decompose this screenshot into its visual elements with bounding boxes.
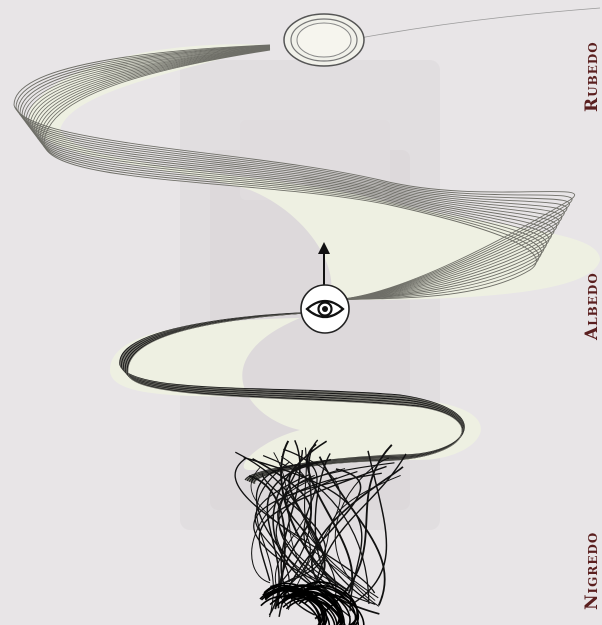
- tangle-line: [250, 466, 376, 601]
- ribbon-line: [19, 45, 568, 301]
- knot-line: [260, 595, 321, 625]
- tangle-line: [254, 473, 310, 583]
- tangle-line: [270, 439, 319, 593]
- thin-line: [359, 7, 601, 39]
- ribbon-line: [23, 46, 563, 301]
- swirl-band: [110, 318, 481, 470]
- rubedo-label: Rubedo: [582, 41, 602, 112]
- tangle-line: [285, 477, 338, 586]
- arrow-up-icon: [318, 242, 330, 286]
- ribbon-line: [43, 49, 537, 301]
- upper-light-ribbon: [13, 44, 600, 301]
- tangle-line: [306, 443, 354, 594]
- swirl-line: [127, 311, 463, 485]
- ribbon-line: [39, 48, 542, 301]
- tangle-line: [258, 465, 387, 582]
- ribbon-line: [13, 44, 576, 301]
- ribbon-line: [21, 45, 565, 301]
- tangle-line: [318, 456, 386, 606]
- eye-icon: [300, 284, 350, 334]
- ribbon-band: [29, 44, 600, 301]
- ribbon-line: [33, 47, 550, 301]
- tangle-line: [235, 451, 370, 602]
- tangle-line: [251, 468, 346, 584]
- ribbon-line: [37, 48, 545, 301]
- sun-disc-icon: [283, 13, 365, 67]
- albedo-label: Albedo: [582, 272, 602, 340]
- tangle-line: [280, 440, 349, 592]
- knot-line: [279, 585, 340, 625]
- knot-line: [297, 581, 359, 625]
- knot-line: [282, 597, 343, 625]
- knot-line: [260, 589, 322, 625]
- tangle-line: [314, 453, 407, 587]
- knot-line: [280, 593, 342, 625]
- ribbon-line: [27, 46, 558, 301]
- knot-line: [281, 590, 343, 625]
- ribbon-line: [41, 49, 540, 301]
- ribbon-line: [15, 44, 573, 301]
- middle-swirl: [110, 311, 481, 485]
- nigredo-dark-tangle: [234, 439, 407, 625]
- tangle-line: [272, 440, 328, 590]
- ribbon-line: [31, 47, 553, 301]
- tangle-line: [270, 475, 401, 589]
- ribbon-line: [29, 47, 555, 301]
- tangle-line: [284, 462, 395, 595]
- nigredo-label: Nigredo: [582, 531, 602, 610]
- ribbon-line: [35, 48, 547, 301]
- tangle-line: [243, 456, 363, 612]
- ribbon-line: [25, 46, 560, 301]
- ribbon-line: [17, 45, 570, 301]
